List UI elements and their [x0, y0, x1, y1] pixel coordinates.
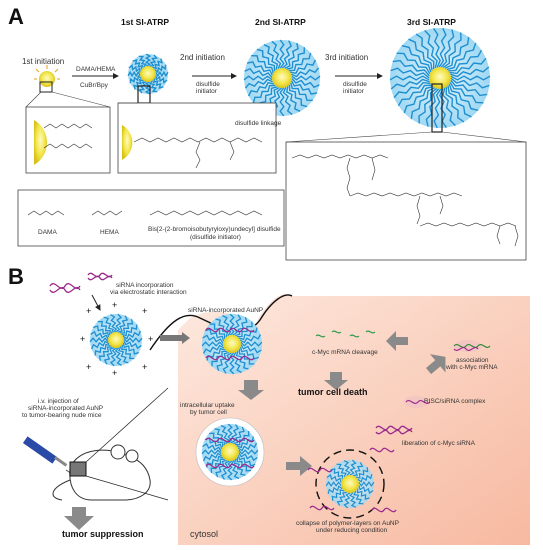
zoom-box-3	[285, 131, 527, 261]
association-line1: association	[456, 357, 489, 364]
risc-label: RISC/siRNA complex	[424, 398, 486, 405]
svg-text:+: +	[148, 334, 153, 344]
initiator-name-line2: (disulfide initiator)	[190, 234, 241, 241]
panel-a-letter: A	[8, 4, 24, 29]
mouse-icon	[52, 444, 151, 501]
process-arrows	[64, 331, 446, 530]
sirna-incorporation-line2: via electrostatic interaction	[110, 289, 187, 296]
svg-text:+: +	[112, 368, 117, 378]
injection-line3: to tumor-bearing nude mice	[22, 412, 102, 419]
monomer-box	[17, 189, 285, 247]
uptake-line2: by tumor cell	[190, 409, 227, 416]
tumor-suppression-label: tumor suppression	[62, 529, 144, 539]
disulfide-initiator-1: disulfide	[196, 81, 220, 88]
reagents-line2: CuBr/Bpy	[80, 82, 108, 89]
risc-complex	[404, 396, 431, 408]
collapse-line2: under reducing condition	[316, 527, 388, 534]
monomer-hema: HEMA	[100, 229, 119, 236]
svg-text:+: +	[86, 306, 91, 316]
disulfide-initiator-2b: initiator	[343, 88, 364, 95]
svg-text:+: +	[142, 306, 147, 316]
initiation-2-label: 2nd initiation	[180, 53, 225, 62]
mrna-cleavage-label: c-Myc mRNA cleavage	[312, 349, 378, 356]
association-line2: with c-Myc mRNA	[446, 364, 498, 371]
svg-text:+: +	[80, 334, 85, 344]
stage3-title: 3rd SI-ATRP	[407, 17, 456, 27]
collapsing-aunp	[307, 447, 397, 519]
monomer-dama: DAMA	[38, 229, 57, 236]
disulfide-initiator-2: disulfide	[343, 81, 367, 88]
bare-aunp	[34, 65, 60, 93]
svg-text:+: +	[86, 362, 91, 372]
sirna-incorporation-line1: siRNA incorporation	[116, 282, 174, 289]
panel-b-letter: B	[8, 264, 24, 289]
injection-line2: siRNA-incorporated AuNP	[28, 405, 104, 412]
cytosol-label: cytosol	[190, 529, 219, 539]
uptake-line1: intracellular uptake	[180, 402, 235, 409]
stage2-title: 2nd SI-ATRP	[255, 17, 306, 27]
sirna-strands-top	[49, 272, 113, 293]
aunp-stage1	[127, 53, 169, 104]
sirna-aunp-label: siRNA-incorporated AuNP	[188, 307, 264, 314]
collapse-line1: collapse of polymer-layers on AuNP	[296, 520, 399, 527]
liberation-label: liberation of c-Myc siRNA	[402, 440, 475, 447]
reagents-line1: DAMA/HEMA	[76, 66, 116, 73]
svg-text:+: +	[112, 300, 117, 310]
sirna-aunp	[201, 313, 263, 375]
charged-aunp: + + + + + + + +	[80, 300, 153, 378]
svg-text:+: +	[142, 362, 147, 372]
mrna-fragments	[315, 330, 376, 338]
initiation-3-label: 3rd initiation	[325, 53, 369, 62]
aunp-stage2	[243, 39, 321, 117]
injection-line1: i.v. injection of	[38, 398, 79, 405]
aunp-stage3	[389, 27, 491, 133]
initiator-name-line1: Bis[2-(2-bromoisobutyryloxy)undecyl] dis…	[148, 226, 281, 233]
zoom-box-2	[117, 102, 277, 174]
zoom-box-1	[25, 91, 111, 174]
tumor-pointer-line	[85, 387, 169, 463]
tumor-cell-death-label: tumor cell death	[298, 387, 368, 397]
disulfide-linkage-label: disulfide linkage	[235, 120, 282, 127]
disulfide-initiator-1b: initiator	[196, 88, 217, 95]
mrna-association	[453, 340, 491, 352]
liberated-sirna	[375, 425, 413, 435]
endosome-aunp	[195, 417, 265, 487]
stage1-title: 1st SI-ATRP	[121, 17, 170, 27]
initiation-1-label: 1st initiation	[22, 57, 65, 66]
